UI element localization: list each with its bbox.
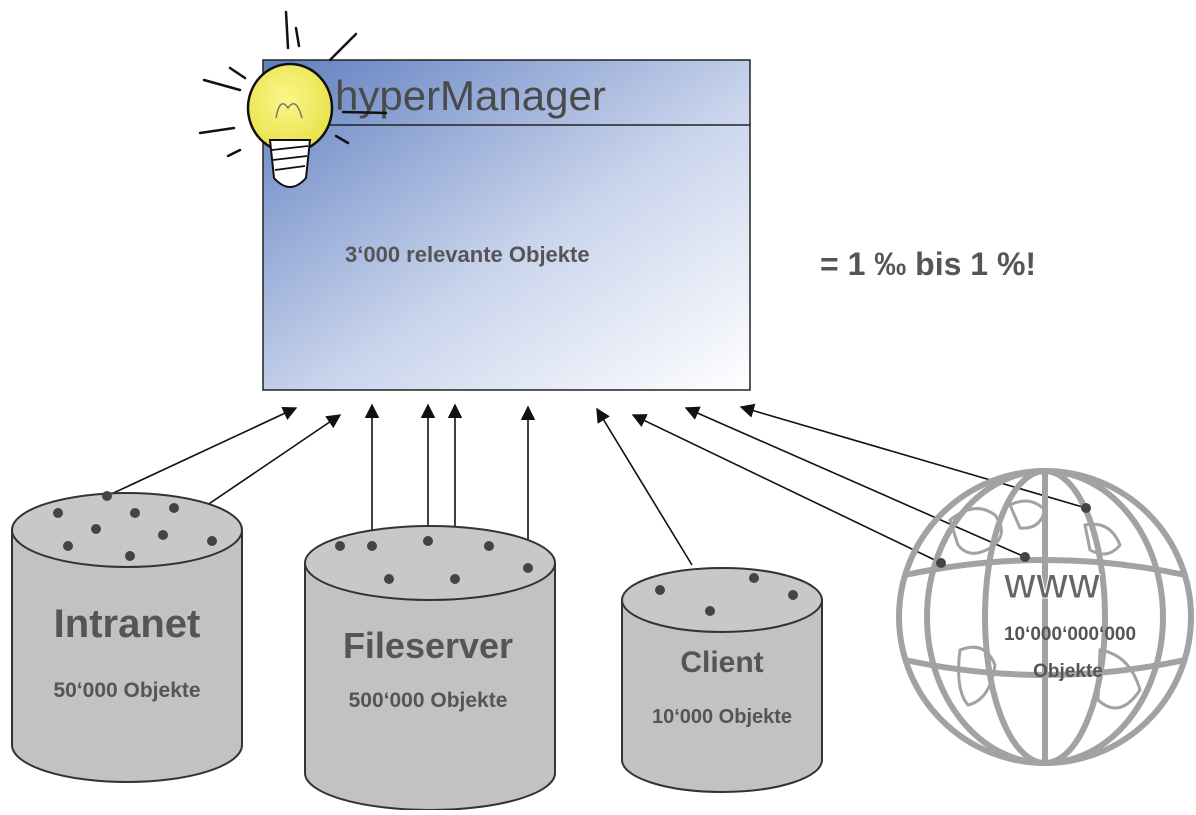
- manager-subtitle: 3‘000 relevante Objekte: [345, 242, 590, 267]
- www-count-line2: Objekte: [1033, 661, 1103, 682]
- manager-title: hyperManager: [335, 72, 606, 119]
- intranet-count: 50‘000 Objekte: [53, 679, 200, 702]
- arrow-client: [596, 407, 693, 566]
- www-globe: WWW 10‘000‘000‘000 Objekte: [896, 468, 1194, 766]
- arrow-www-3: [739, 403, 1087, 509]
- www-label: WWW: [1004, 568, 1101, 606]
- connection-arrows: [106, 403, 1087, 578]
- intranet-database: Intranet 50‘000 Objekte: [11, 491, 243, 783]
- lightbulb-icon: [198, 10, 388, 188]
- arrow-www-2: [684, 406, 1026, 558]
- hypermanager-box: hyperManager 3‘000 relevante Objekte: [262, 59, 751, 391]
- arrow-www-1: [631, 414, 942, 564]
- client-database: Client 10‘000 Objekte: [621, 567, 823, 793]
- fileserver-database: Fileserver 500‘000 Objekte: [304, 525, 556, 811]
- arrow-intranet-1: [106, 406, 298, 497]
- www-count-line1: 10‘000‘000‘000: [1004, 624, 1136, 645]
- client-count: 10‘000 Objekte: [652, 706, 792, 728]
- intranet-label: Intranet: [54, 602, 201, 646]
- ratio-text: = 1 ‰ bis 1 %!: [820, 246, 1036, 282]
- client-label: Client: [680, 646, 763, 679]
- fileserver-label: Fileserver: [343, 625, 513, 666]
- fileserver-count: 500‘000 Objekte: [349, 689, 508, 712]
